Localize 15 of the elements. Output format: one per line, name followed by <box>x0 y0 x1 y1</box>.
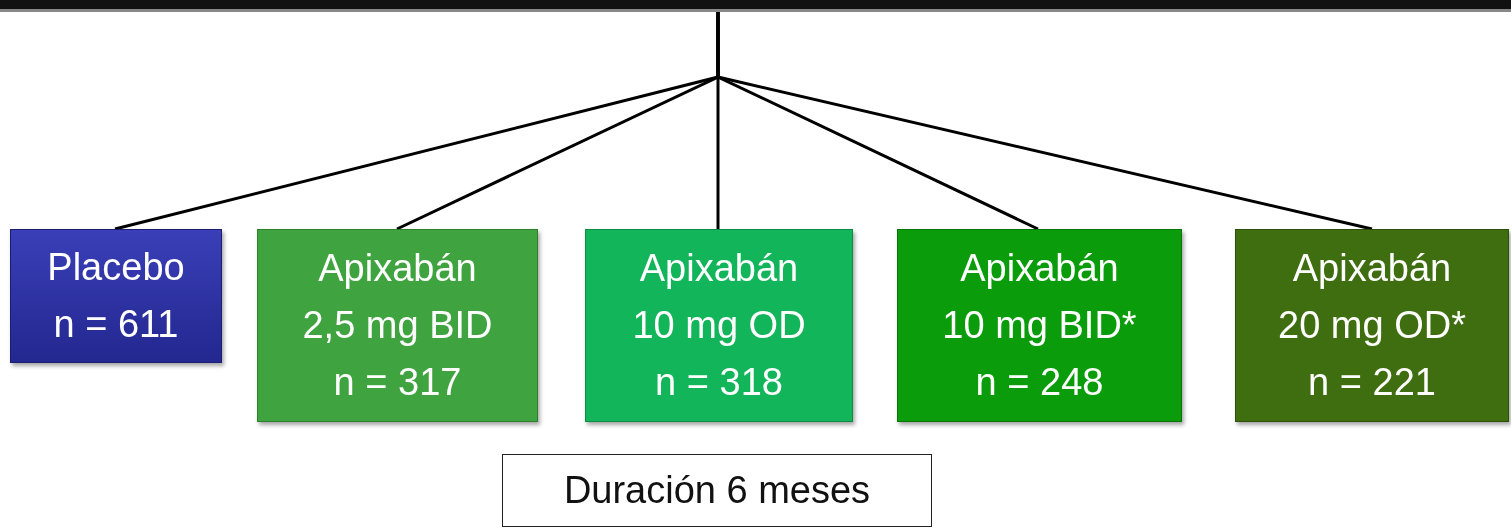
box-label: n = 317 <box>333 360 462 405</box>
box-label: n = 318 <box>655 360 783 405</box>
box-label: Placebo <box>47 245 185 290</box>
box-label: n = 611 <box>53 302 179 347</box>
connector-line <box>716 12 1373 231</box>
box-label: n = 221 <box>1308 360 1436 405</box>
box-label: n = 248 <box>975 360 1104 405</box>
group-box <box>585 229 853 422</box>
box-label: Duración 6 meses <box>563 469 871 512</box>
group-box <box>10 229 222 363</box>
note-box <box>502 454 932 527</box>
group-box <box>257 229 538 422</box>
header-bar <box>0 0 1511 12</box>
group-box <box>1235 229 1509 422</box>
group-box <box>897 229 1182 422</box>
